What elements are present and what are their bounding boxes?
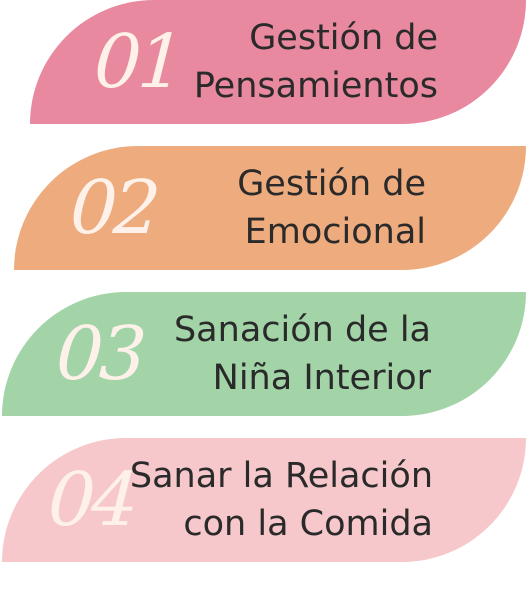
- item-label-line1: Gestión de: [249, 18, 438, 58]
- item-label-line1: Sanar la Relación: [129, 456, 433, 496]
- item-number: 01: [83, 19, 191, 105]
- item-label: Sanación de la Niña Interior: [174, 306, 431, 402]
- item-number: 02: [59, 165, 167, 251]
- item-label: Sanar la Relación con la Comida: [130, 452, 433, 548]
- item-card-2: 02 Gestión de Emocional: [14, 146, 526, 270]
- item-label-line2: con la Comida: [183, 504, 433, 544]
- item-label-line2: Emocional: [244, 212, 426, 252]
- item-card-1: 01 Gestión de Pensamientos: [30, 0, 526, 124]
- item-label-line2: Pensamientos: [193, 66, 438, 106]
- item-card-4: 04 Sanar la Relación con la Comida: [2, 438, 526, 562]
- item-number: 04: [37, 457, 145, 543]
- item-label-line1: Sanación de la: [173, 310, 431, 350]
- item-card-3: 03 Sanación de la Niña Interior: [2, 292, 526, 416]
- item-label: Gestión de Emocional: [237, 160, 426, 256]
- item-label: Gestión de Pensamientos: [194, 14, 438, 110]
- item-label-line2: Niña Interior: [212, 358, 431, 398]
- item-number: 03: [45, 311, 153, 397]
- item-label-line1: Gestión de: [237, 164, 426, 204]
